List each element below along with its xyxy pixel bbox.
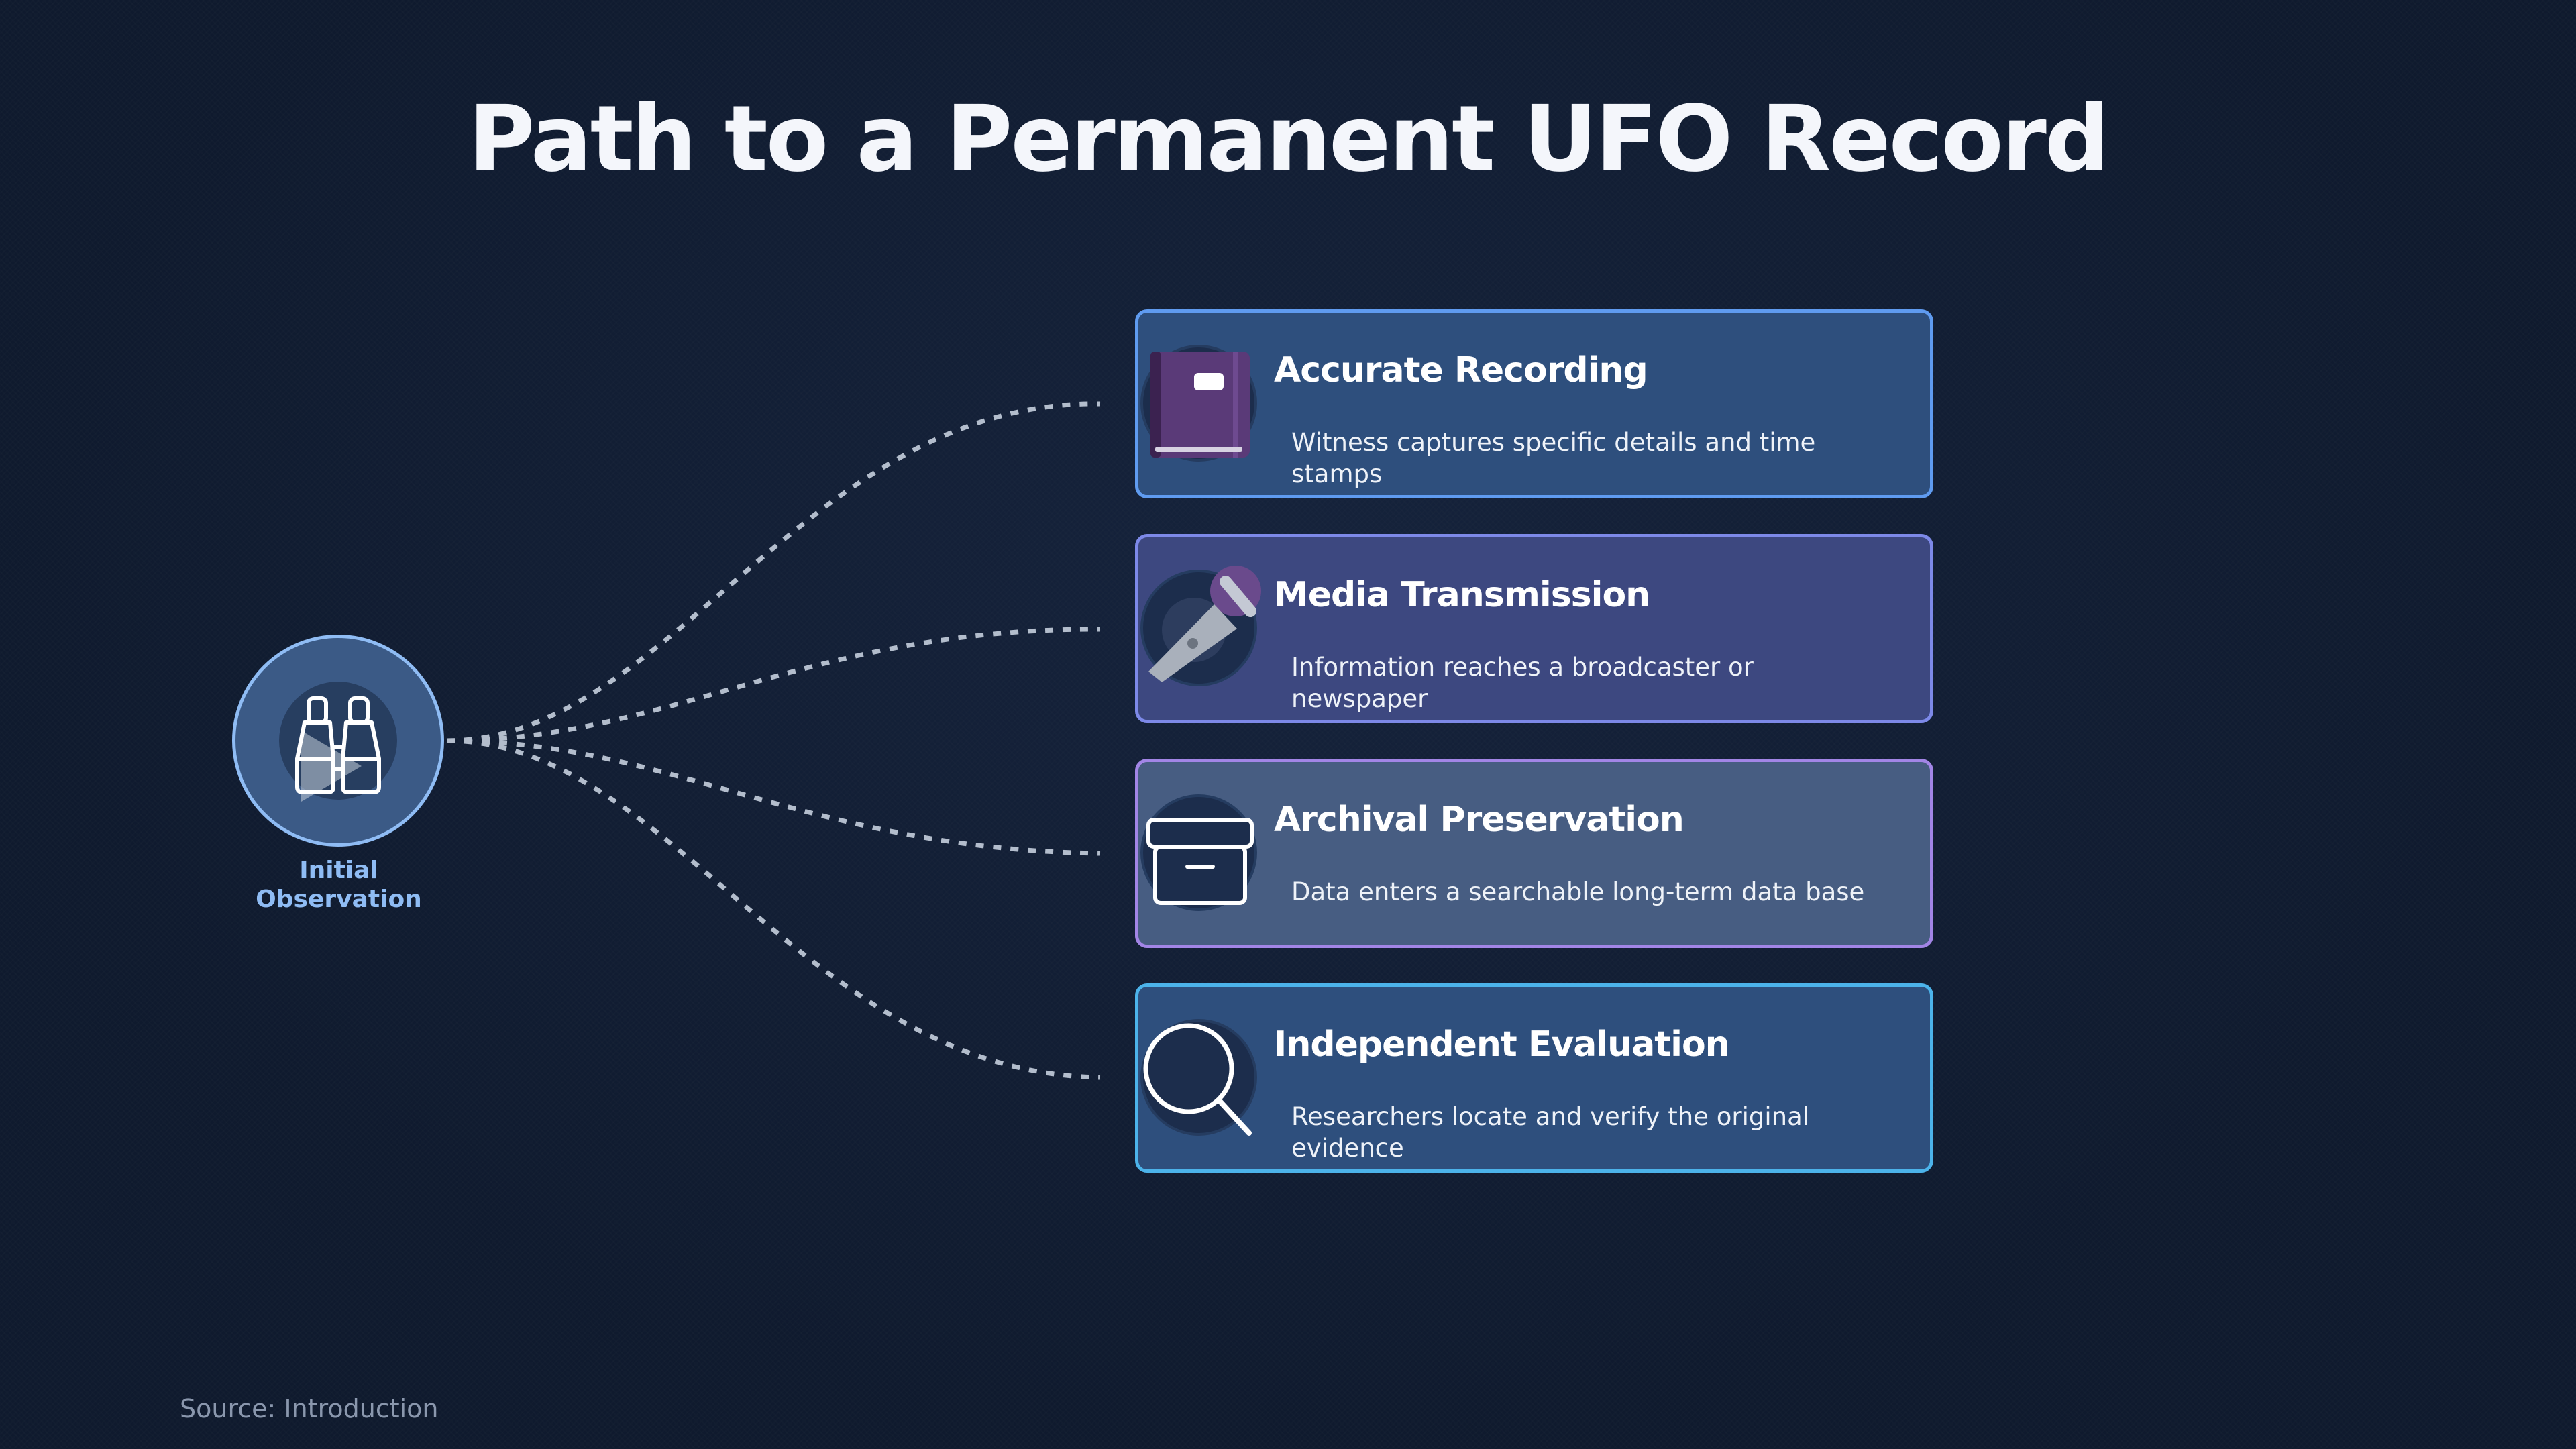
step-description: Data enters a searchable long-term data … bbox=[1291, 877, 1865, 906]
step-card-archival-preservation: Archival Preservation Data enters a sear… bbox=[1135, 759, 1933, 948]
step-card-accurate-recording: Accurate Recording Witness captures spec… bbox=[1135, 309, 1933, 498]
archive-box-icon bbox=[1140, 794, 1257, 911]
step-description: Researchers locate and verify the origin… bbox=[1291, 1102, 1810, 1163]
page-title: Path to a Permanent UFO Record bbox=[468, 87, 2110, 193]
microphone-icon bbox=[1140, 566, 1261, 686]
initial-observation-label: Initial Observation bbox=[256, 857, 422, 913]
step-title: Archival Preservation bbox=[1274, 800, 1684, 840]
binoculars-icon bbox=[279, 682, 397, 802]
connector-line-independent-evaluation bbox=[446, 738, 1101, 1080]
connector-line-archival-preservation bbox=[446, 738, 1101, 856]
step-card-independent-evaluation: Independent Evaluation Researchers locat… bbox=[1135, 983, 1933, 1173]
source-note: Source: Introduction bbox=[180, 1394, 439, 1424]
initial-observation-node bbox=[232, 635, 444, 847]
step-title: Accurate Recording bbox=[1274, 350, 1648, 390]
step-title: Media Transmission bbox=[1274, 575, 1650, 615]
step-title: Independent Evaluation bbox=[1274, 1024, 1730, 1065]
step-description: Witness captures specific details and ti… bbox=[1291, 428, 1816, 488]
step-description: Information reaches a broadcaster or new… bbox=[1291, 653, 1754, 713]
step-card-media-transmission: Media Transmission Information reaches a… bbox=[1135, 534, 1933, 723]
connector-line-accurate-recording bbox=[446, 401, 1101, 743]
connector-line-media-transmission bbox=[446, 627, 1101, 743]
magnifying-glass-icon bbox=[1140, 1019, 1257, 1136]
notebook-icon bbox=[1140, 345, 1257, 462]
